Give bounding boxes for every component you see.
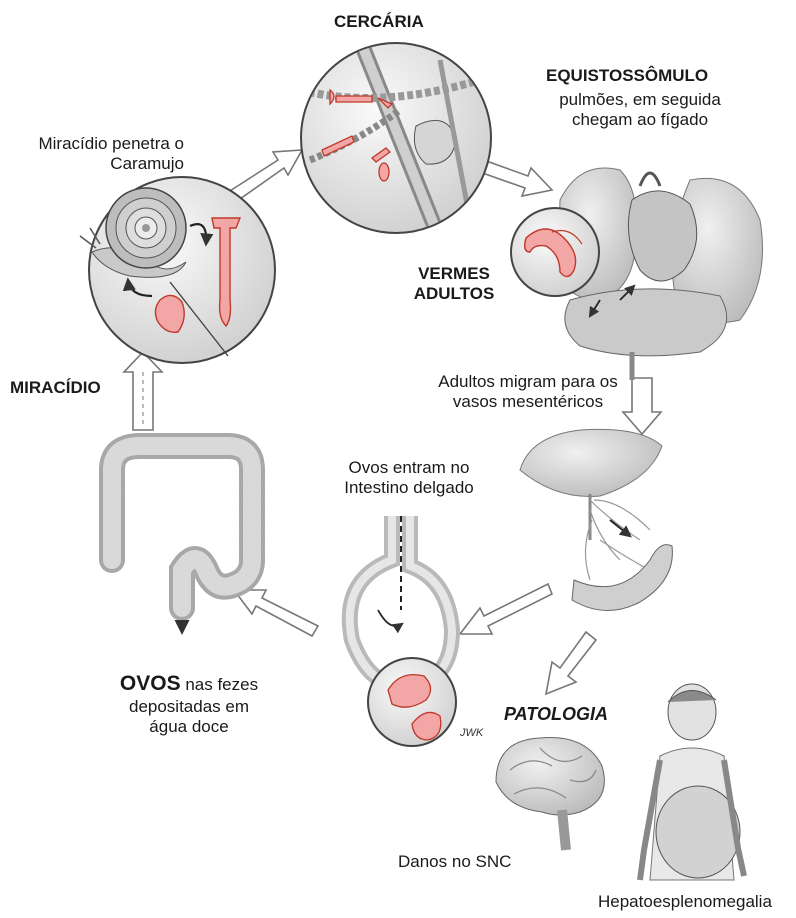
label-equistossomulo-desc: pulmões, em seguida chegam ao fígado [530, 90, 750, 130]
snail-icon [106, 188, 186, 268]
label-miracidio: MIRACÍDIO [10, 378, 101, 398]
label-patologia: PATOLOGIA [504, 704, 608, 725]
artist-signature: JWK [459, 727, 484, 739]
patient-illustration [640, 684, 744, 880]
label-ovos-bold: OVOS [120, 672, 181, 695]
label-ovos-fezes: OVOS nas fezes depositadas em água doce [92, 652, 286, 737]
snail-circle [80, 177, 275, 363]
colon-illustration [112, 446, 252, 632]
arrow-intestine-to-colon [234, 590, 318, 636]
label-danos-snc: Danos no SNC [398, 852, 511, 872]
label-adultos-migram: Adultos migram para os vasos mesentérico… [414, 372, 642, 412]
eggs-circle [368, 658, 456, 746]
label-vermes-adultos: VERMES ADULTOS [404, 264, 504, 304]
label-ovos-entram: Ovos entram no Intestino delgado [324, 458, 494, 498]
label-hepatoesplenomegalia: Hepatoesplenomegalia [598, 892, 772, 912]
brain-illustration [496, 738, 604, 850]
label-cercaria: CERCÁRIA [334, 12, 424, 32]
cercaria-circle [300, 40, 491, 240]
arrow-mesenteric-to-intestine [460, 584, 552, 634]
arrow-miracidio-to-snail [124, 352, 162, 430]
liver-mesenteric-illustration [520, 429, 672, 610]
arrow-to-patologia [546, 632, 596, 694]
label-equistossomulo: EQUISTOSSÔMULO [546, 66, 708, 86]
label-miracidio-penetra: Miracídio penetra o Caramujo [12, 134, 184, 174]
adult-worms-circle [511, 208, 599, 296]
